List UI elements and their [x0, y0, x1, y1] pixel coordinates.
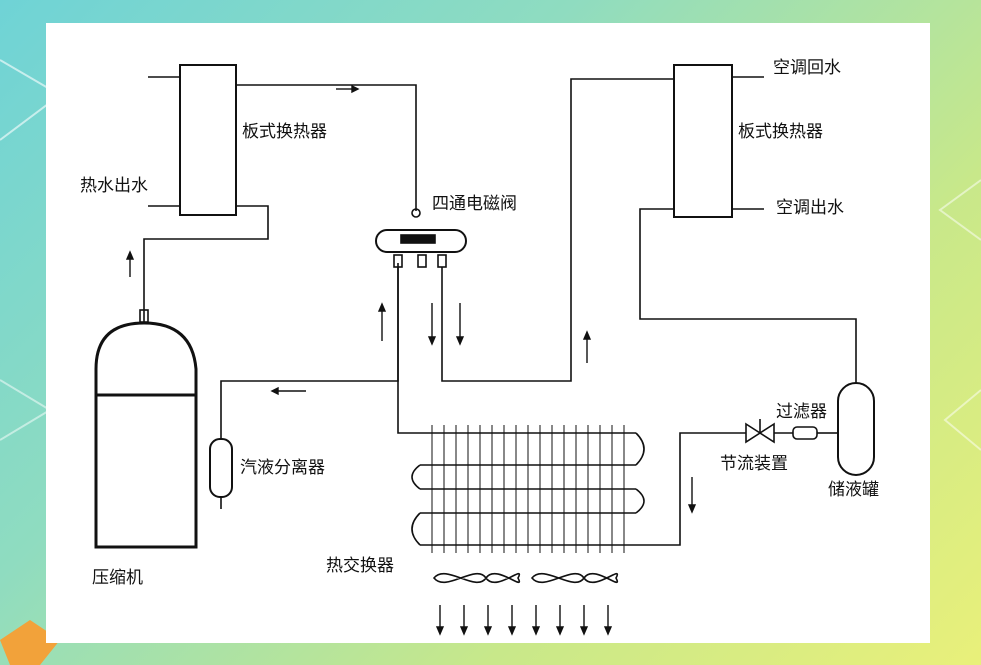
right-plate-hx-label: 板式换热器: [738, 122, 823, 142]
compressor-label: 压缩机: [92, 568, 143, 588]
flow-arrows: [125, 84, 697, 636]
four-way-solenoid-valve: [375, 229, 467, 253]
four-way-valve-label: 四通电磁阀: [432, 194, 517, 214]
heat-pump-schematic: 板式换热器 热水出水 四通电磁阀 空调回水 板式换热器 空调出水 汽液分离器 过…: [80, 58, 879, 636]
left-plate-hx-label: 板式换热器: [242, 122, 327, 142]
receiver-tank-label: 储液罐: [828, 480, 879, 500]
throttle-valve-left: [745, 422, 762, 444]
throttle-valve-right: [758, 422, 775, 444]
diagram-panel: 板式换热器 热水出水 四通电磁阀 空调回水 板式换热器 空调出水 汽液分离器 过…: [46, 23, 930, 643]
gas-liquid-separator: [209, 438, 233, 498]
fan-right-icon: [530, 572, 619, 584]
gas-liquid-separator-label: 汽液分离器: [240, 458, 325, 478]
ac-out-water-label: 空调出水: [776, 198, 844, 218]
left-plate-heat-exchanger: [179, 64, 237, 216]
compressor-body: [94, 393, 198, 549]
fan-left-icon: [432, 572, 521, 584]
receiver-tank: [837, 382, 875, 476]
filter: [792, 426, 818, 440]
ac-return-water-label: 空调回水: [773, 58, 841, 78]
heat-exchanger-coil: [411, 425, 645, 553]
filter-label: 过滤器: [776, 402, 827, 422]
throttle-device-label: 节流装置: [720, 454, 788, 474]
hot-water-out-label: 热水出水: [80, 176, 148, 196]
orange-star-icon: [0, 620, 60, 665]
heat-exchanger-label: 热交换器: [326, 556, 394, 576]
right-plate-heat-exchanger: [673, 64, 733, 218]
